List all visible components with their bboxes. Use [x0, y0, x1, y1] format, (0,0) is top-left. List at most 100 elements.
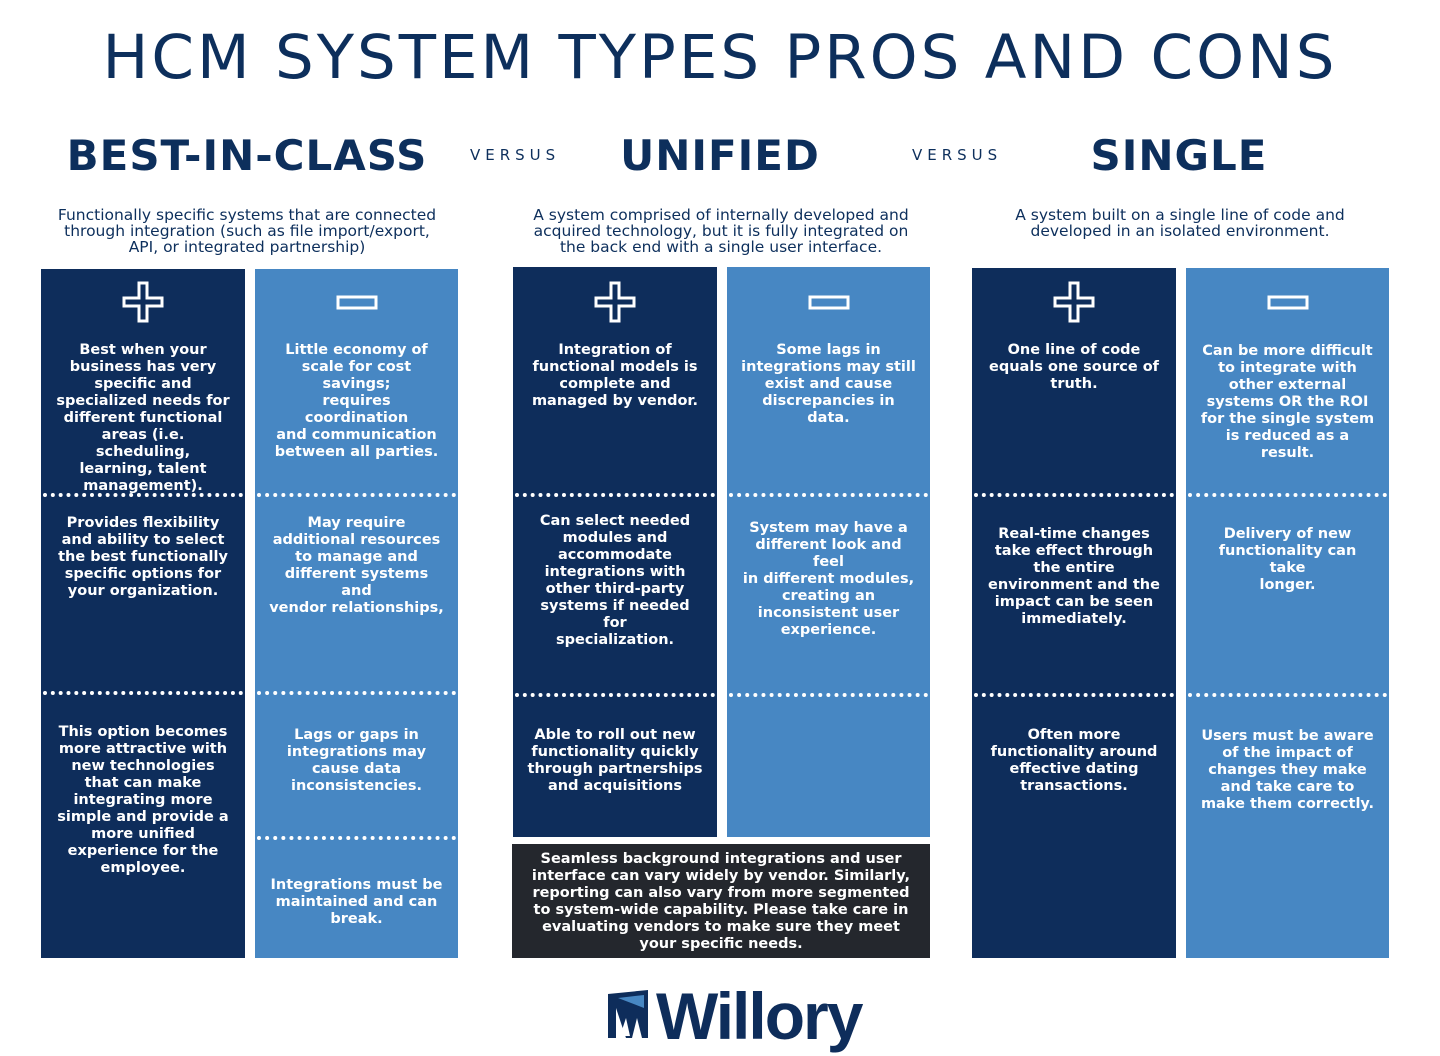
con-text-line: Little economy of: [285, 342, 428, 358]
con-text-line: additional resources: [272, 532, 441, 548]
pro-text-line: integrations with: [544, 564, 686, 580]
con-text-line: different systems and: [284, 566, 429, 599]
unified-vendor-note: Seamless background integrations and use…: [512, 844, 930, 958]
con-text-line: cause data: [311, 761, 402, 777]
pro-text-line: modules and: [562, 530, 668, 546]
con-text-line: break.: [330, 911, 383, 927]
unified-con-2: System may have a different look and fee…: [727, 520, 930, 639]
pro-text-line: effective dating: [1009, 761, 1139, 777]
plus-icon: [122, 281, 164, 323]
divider: [257, 691, 456, 695]
note-text-line: reporting can also vary from more segmen…: [532, 885, 910, 901]
unified-pro-2: Can select needed modules and accommodat…: [513, 513, 717, 649]
pro-text-line: management).: [83, 478, 203, 494]
divider: [974, 493, 1174, 497]
description-unified: A system comprised of internally develop…: [496, 207, 946, 255]
pro-text-line: Best when your: [79, 342, 207, 358]
con-text-line: integrations may: [286, 744, 427, 760]
pro-text-line: learning, talent: [79, 461, 207, 477]
con-text-line: Some lags in: [776, 342, 881, 358]
pro-text-line: areas (i.e. scheduling,: [95, 427, 191, 460]
pro-text-line: Real-time changes: [998, 526, 1150, 542]
divider: [257, 493, 456, 497]
unified-cons-column: Some lags in integrations may still exis…: [727, 267, 930, 837]
description-line: API, or integrated partnership): [128, 238, 366, 256]
single-cons-column: Can be more difficult to integrate with …: [1186, 268, 1389, 958]
con-text-line: systems OR the ROI: [1206, 394, 1369, 410]
note-text-line: interface can vary widely by vendor. Sim…: [531, 868, 911, 884]
divider: [515, 493, 715, 497]
pro-text-line: immediately.: [1021, 611, 1127, 627]
pro-text-line: business has very: [69, 359, 217, 375]
best-in-class-cons-column: Little economy of scale for cost savings…: [255, 269, 458, 958]
con-text-line: for the single system: [1200, 411, 1375, 427]
pro-text-line: the best functionally: [58, 549, 228, 565]
description-line: A system comprised of internally develop…: [533, 206, 909, 224]
divider: [729, 493, 928, 497]
con-text-line: and communication: [276, 427, 437, 443]
pro-text-line: and ability to select: [61, 532, 225, 548]
pro-text-line: specialization.: [555, 632, 675, 648]
con-text-line: to integrate with: [1218, 360, 1357, 376]
best-in-class-con-4: Integrations must be maintained and can …: [255, 877, 458, 928]
single-pro-2: Real-time changes take effect through th…: [972, 526, 1176, 628]
note-text-line: evaluating vendors to make sure they mee…: [542, 919, 900, 935]
description-single: A system built on a single line of code …: [955, 207, 1405, 239]
divider: [43, 493, 243, 497]
con-text-line: to manage and: [295, 549, 418, 565]
con-text-line: Users must be aware: [1201, 728, 1374, 744]
description-line: developed in an isolated environment.: [1030, 222, 1330, 240]
pro-text-line: new technologies: [71, 758, 215, 774]
note-text-line: to system-wide capability. Please take c…: [533, 902, 909, 918]
single-con-3: Users must be aware of the impact of cha…: [1186, 728, 1389, 813]
pro-text-line: Able to roll out new: [534, 727, 696, 743]
con-text-line: discrepancies in data.: [762, 393, 895, 426]
con-text-line: creating an: [781, 588, 876, 604]
single-con-1: Can be more difficult to integrate with …: [1186, 343, 1389, 462]
pro-text-line: through partnerships: [527, 761, 703, 777]
versus-label-2: VERSUS: [912, 146, 1003, 164]
pro-text-line: complete and: [559, 376, 671, 392]
single-pro-1: One line of code equals one source of tr…: [972, 342, 1176, 393]
pro-text-line: Integration of: [558, 342, 672, 358]
pro-text-line: different functional: [63, 410, 223, 426]
divider: [257, 836, 456, 840]
pro-text-line: impact can be seen: [994, 594, 1154, 610]
plus-icon: [1053, 281, 1095, 323]
pro-text-line: functionality around: [990, 744, 1158, 760]
best-in-class-pro-3: This option becomes more attractive with…: [41, 724, 245, 877]
single-pro-3: Often more functionality around effectiv…: [972, 727, 1176, 795]
willory-logo-text: Willory: [656, 979, 863, 1053]
pro-text-line: employee.: [100, 860, 186, 876]
pro-text-line: experience for the: [67, 843, 219, 859]
con-text-line: longer.: [1259, 577, 1316, 593]
best-in-class-con-1: Little economy of scale for cost savings…: [255, 342, 458, 461]
unified-con-1: Some lags in integrations may still exis…: [727, 342, 930, 427]
pro-text-line: functionality quickly: [531, 744, 699, 760]
heading-best-in-class: BEST-IN-CLASS: [66, 131, 428, 180]
con-text-line: Lags or gaps in: [294, 727, 419, 743]
single-pros-column: One line of code equals one source of tr…: [972, 268, 1176, 958]
pro-text-line: and acquisitions: [547, 778, 682, 794]
unified-pros-column: Integration of functional models is comp…: [513, 267, 717, 837]
pro-text-line: accommodate: [557, 547, 673, 563]
con-text-line: of the impact of: [1222, 745, 1353, 761]
pro-text-line: your organization.: [67, 583, 219, 599]
con-text-line: inconsistencies.: [290, 778, 423, 794]
best-in-class-con-2: May require additional resources to mana…: [255, 515, 458, 617]
con-text-line: in different modules,: [742, 571, 915, 587]
divider: [1188, 493, 1387, 497]
willory-logo-mark-icon: [608, 990, 648, 1038]
con-text-line: vendor relationships,: [269, 600, 444, 616]
con-text-line: Can be more difficult: [1202, 343, 1373, 359]
single-con-2: Delivery of new functionality can take l…: [1186, 526, 1389, 594]
note-text-line: Seamless background integrations and use…: [540, 851, 902, 867]
con-text-line: System may have a: [749, 520, 908, 536]
pro-text-line: managed by vendor.: [531, 393, 699, 409]
pro-text-line: One line of code: [1007, 342, 1141, 358]
pro-text-line: more attractive with: [58, 741, 228, 757]
con-text-line: exist and cause: [764, 376, 893, 392]
minus-icon: [1267, 295, 1308, 310]
con-text-line: and take care to: [1220, 779, 1355, 795]
divider: [515, 693, 715, 697]
